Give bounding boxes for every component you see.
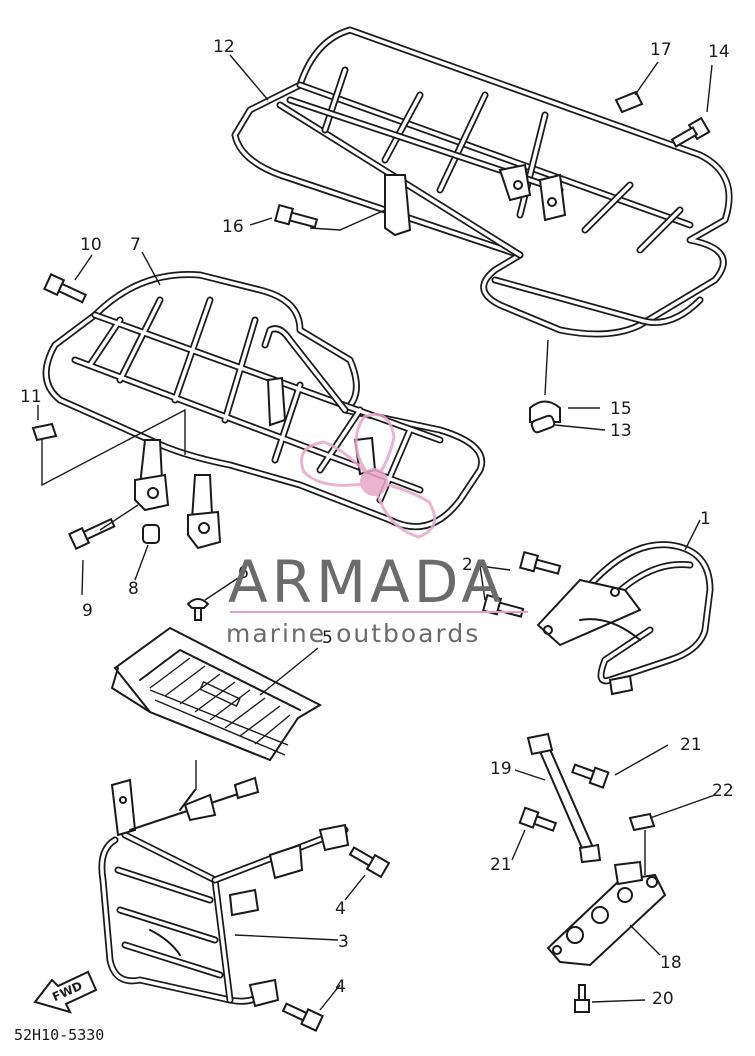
label-part-18: 18 (660, 953, 682, 973)
label-part-17: 17 (650, 40, 672, 60)
foot-plate (111, 626, 323, 762)
label-part-19: 19 (490, 759, 512, 779)
label-part-7: 7 (130, 235, 141, 255)
fwd-arrow-icon: FWD (33, 970, 98, 1014)
label-part-20: 20 (652, 989, 674, 1009)
label-part-2: 2 (462, 555, 473, 575)
watermark: ARMADA marine outboards (226, 548, 528, 648)
label-part-10: 10 (80, 235, 102, 255)
label-part-4: 4 (335, 899, 346, 919)
rear-carrier (231, 26, 733, 338)
front-bumper (98, 776, 350, 1008)
watermark-logo (300, 413, 437, 539)
label-part-12: 12 (213, 37, 235, 57)
label-part-21: 21 (680, 735, 702, 755)
label-part-16: 16 (222, 217, 244, 237)
rear-bracket (536, 541, 714, 696)
label-part-13: 13 (610, 421, 632, 441)
front-carrier (42, 271, 485, 550)
label-part-9: 9 (82, 601, 93, 621)
part-labels: 1 2 3 4 4 5 6 7 8 9 10 11 12 13 14 15 16… (20, 37, 734, 1009)
drawing-code: 52H10-5330 (14, 1026, 104, 1044)
label-part-21b: 21 (490, 855, 512, 875)
watermark-brand: ARMADA (228, 548, 505, 616)
label-part-11: 11 (20, 387, 42, 407)
label-part-4b: 4 (335, 977, 346, 997)
watermark-tagline: marine outboards (226, 619, 480, 648)
label-part-6: 6 (238, 563, 249, 583)
label-part-15: 15 (610, 399, 632, 419)
leader-lines (37, 54, 716, 1011)
label-part-5: 5 (322, 628, 333, 648)
label-part-22: 22 (712, 781, 734, 801)
side-stay (526, 732, 667, 967)
label-part-14: 14 (708, 42, 730, 62)
fasteners (31, 90, 711, 1032)
label-part-3: 3 (338, 932, 349, 952)
label-part-8: 8 (128, 579, 139, 599)
label-part-1: 1 (700, 509, 711, 529)
propeller-logo-icon (300, 413, 437, 539)
